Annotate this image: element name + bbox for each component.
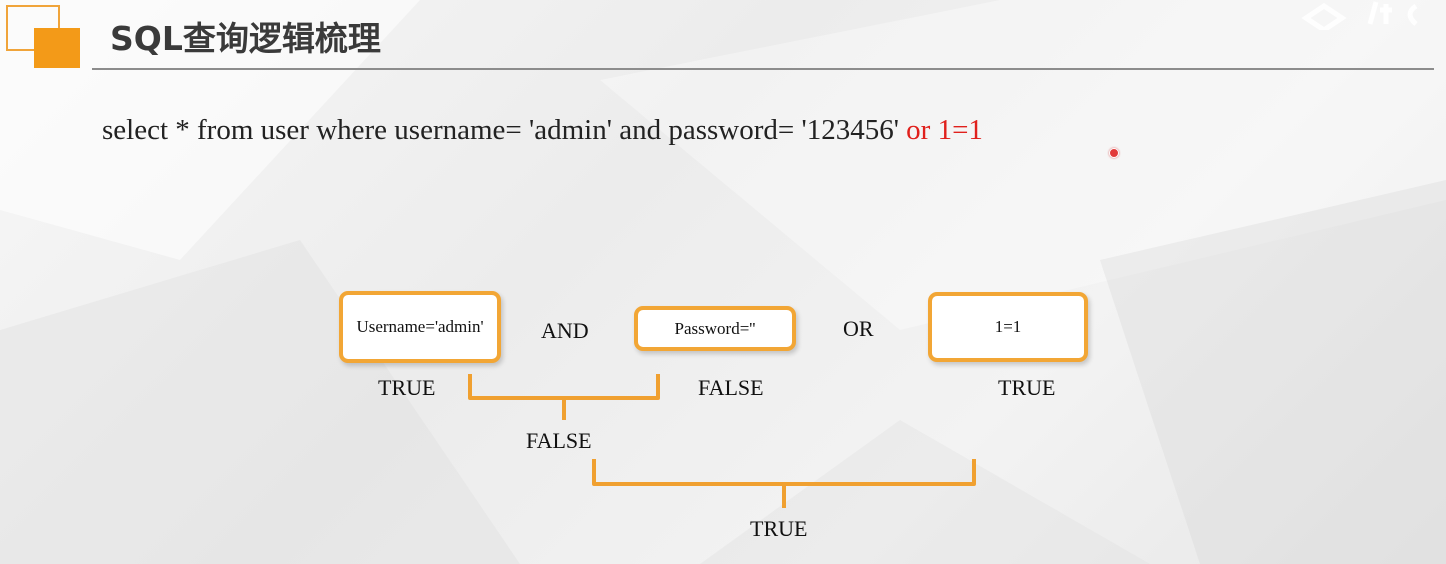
password-condition-text: Password='': [674, 318, 756, 338]
or-operator: OR: [843, 316, 874, 341]
and-result-label: FALSE: [526, 428, 592, 453]
sql-query: select * from user where username= 'admi…: [102, 114, 983, 147]
username-result-label: TRUE: [378, 375, 436, 400]
one-equals-one-result-label: TRUE: [998, 375, 1056, 400]
watermark-logo-icon: [1301, 1, 1418, 30]
page-title: SQL查询逻辑梳理: [110, 19, 381, 58]
title-divider: [92, 68, 1434, 70]
title-bar: SQL查询逻辑梳理: [0, 0, 1446, 80]
password-result-label: FALSE: [698, 375, 764, 400]
username-condition-box: Username='admin': [339, 291, 501, 363]
sql-injected-condition: or 1=1: [906, 114, 983, 146]
and-operator: AND: [541, 318, 589, 343]
pointer-dot-icon: [1109, 148, 1119, 158]
password-condition-box: Password='': [634, 306, 796, 351]
one-equals-one-text: 1=1: [994, 317, 1022, 336]
final-result-label: TRUE: [750, 516, 808, 541]
logo-filled-square: [34, 28, 80, 68]
one-equals-one-box: 1=1: [928, 292, 1088, 362]
username-condition-text: Username='admin': [356, 317, 484, 336]
sql-query-main: select * from user where username= 'admi…: [102, 114, 907, 146]
